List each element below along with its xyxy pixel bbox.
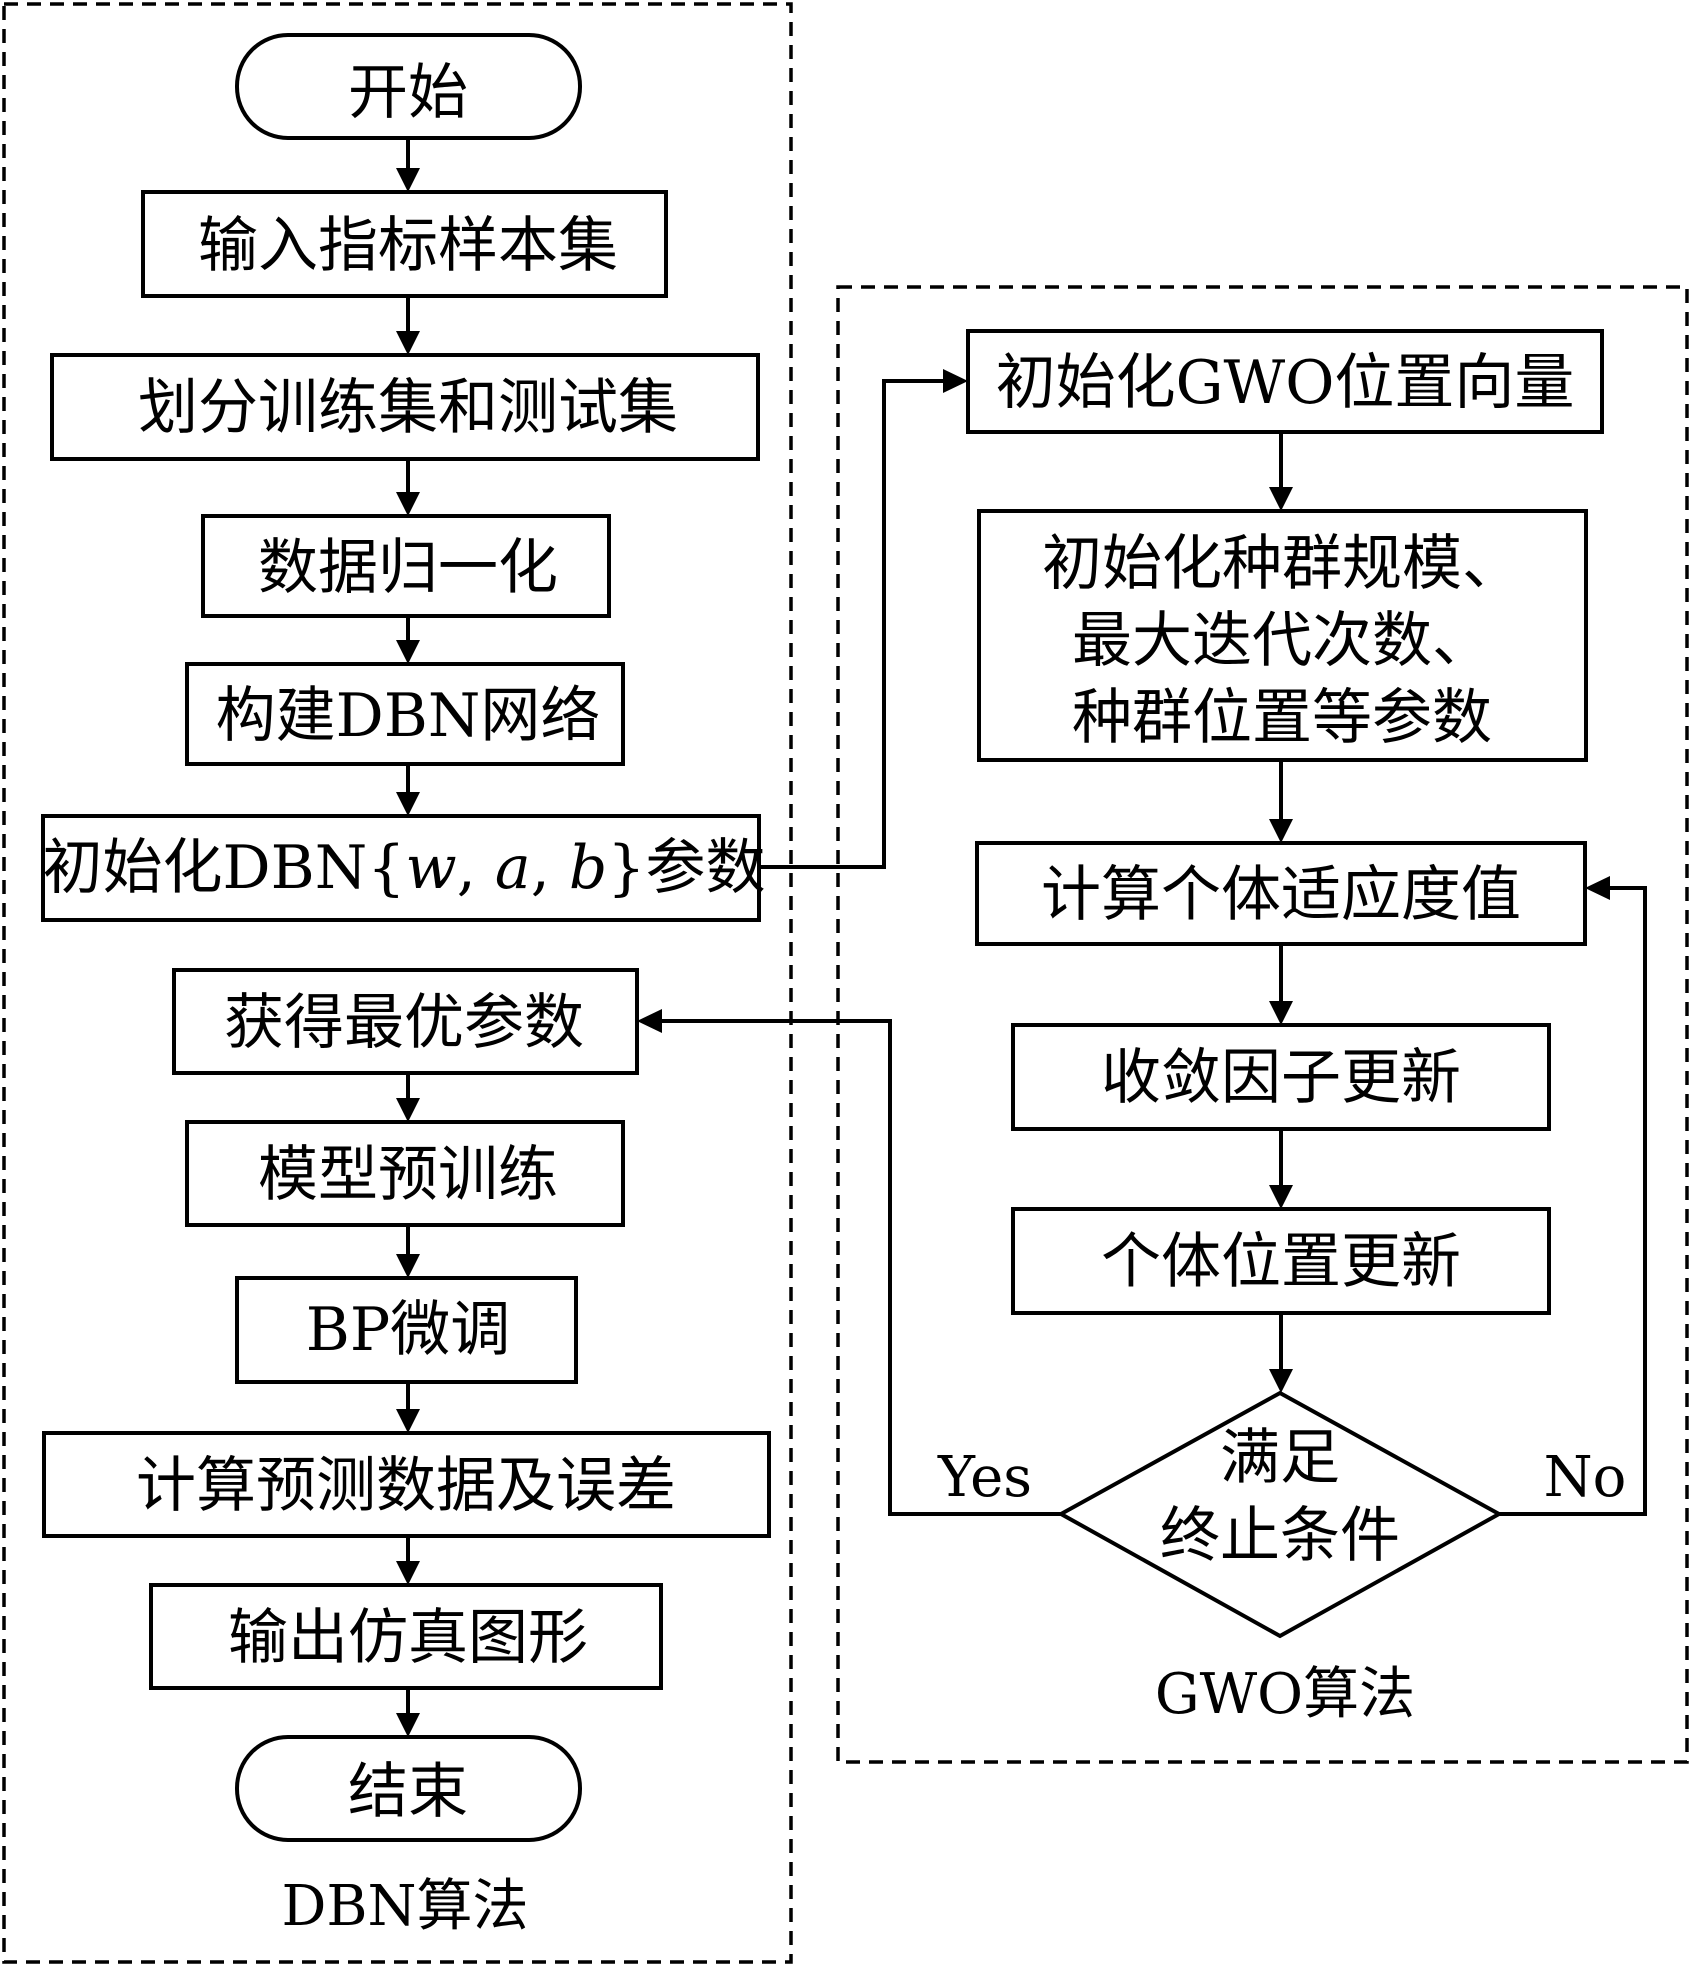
split-sets-label: 划分训练集和测试集 bbox=[138, 373, 678, 443]
condition-line-1: 满足 bbox=[1220, 1423, 1340, 1493]
termination-decision: 满足 终止条件 bbox=[1056, 1390, 1504, 1639]
pretrain-label: 模型预训练 bbox=[258, 1140, 558, 1210]
position-update-box: 个体位置更新 bbox=[1011, 1207, 1551, 1315]
bp-finetune-box: BP微调 bbox=[235, 1276, 578, 1384]
convergence-update-label: 收敛因子更新 bbox=[1101, 1043, 1461, 1113]
init-params-label: 初始化DBN{w, a, b}参数 bbox=[43, 833, 766, 903]
fitness-label: 计算个体适应度值 bbox=[1041, 860, 1521, 930]
pretrain-box: 模型预训练 bbox=[185, 1120, 625, 1227]
fitness-box: 计算个体适应度值 bbox=[975, 841, 1587, 946]
input-samples-box: 输入指标样本集 bbox=[141, 190, 668, 298]
init-population-line-2: 最大迭代次数、 bbox=[1072, 606, 1492, 676]
dbn-arrows bbox=[396, 138, 420, 1737]
input-samples-label: 输入指标样本集 bbox=[198, 211, 618, 281]
end-label: 结束 bbox=[348, 1757, 468, 1827]
connector-yes bbox=[637, 1009, 1061, 1516]
init-population-line-1: 初始化种群规模、 bbox=[1042, 529, 1522, 599]
init-position-label: 初始化GWO位置向量 bbox=[996, 348, 1575, 418]
start-label: 开始 bbox=[348, 58, 468, 128]
connector-to-gwo bbox=[759, 369, 968, 869]
build-network-box: 构建DBN网络 bbox=[185, 662, 625, 766]
get-optimal-label: 获得最优参数 bbox=[224, 988, 584, 1058]
start-terminal: 开始 bbox=[235, 33, 582, 140]
get-optimal-box: 获得最优参数 bbox=[172, 968, 639, 1075]
build-network-label: 构建DBN网络 bbox=[216, 681, 601, 751]
dbn-region-border bbox=[2, 2, 793, 1964]
no-label: No bbox=[1544, 1445, 1627, 1510]
end-terminal: 结束 bbox=[235, 1735, 582, 1842]
output-graph-box: 输出仿真图形 bbox=[149, 1583, 663, 1690]
gwo-region-border bbox=[836, 285, 1689, 1764]
init-position-box: 初始化GWO位置向量 bbox=[966, 329, 1604, 434]
normalize-label: 数据归一化 bbox=[258, 533, 558, 603]
init-params-box: 初始化DBN{w, a, b}参数 bbox=[41, 814, 766, 922]
init-population-box: 初始化种群规模、 最大迭代次数、 种群位置等参数 bbox=[977, 509, 1588, 762]
compute-error-label: 计算预测数据及误差 bbox=[136, 1451, 676, 1521]
condition-line-2: 终止条件 bbox=[1160, 1501, 1400, 1571]
output-graph-label: 输出仿真图形 bbox=[228, 1603, 588, 1673]
yes-label: Yes bbox=[937, 1445, 1032, 1510]
bp-finetune-label: BP微调 bbox=[306, 1295, 510, 1365]
connector-no-loop bbox=[1499, 876, 1647, 1516]
convergence-update-box: 收敛因子更新 bbox=[1011, 1023, 1551, 1131]
gwo-arrows bbox=[1269, 432, 1293, 1393]
dbn-region-label: DBN算法 bbox=[281, 1874, 528, 1939]
gwo-region-label: GWO算法 bbox=[1155, 1662, 1415, 1727]
position-update-label: 个体位置更新 bbox=[1101, 1227, 1461, 1297]
compute-error-box: 计算预测数据及误差 bbox=[42, 1431, 771, 1538]
init-population-line-3: 种群位置等参数 bbox=[1072, 683, 1492, 753]
normalize-box: 数据归一化 bbox=[201, 514, 611, 618]
split-sets-box: 划分训练集和测试集 bbox=[50, 353, 760, 461]
